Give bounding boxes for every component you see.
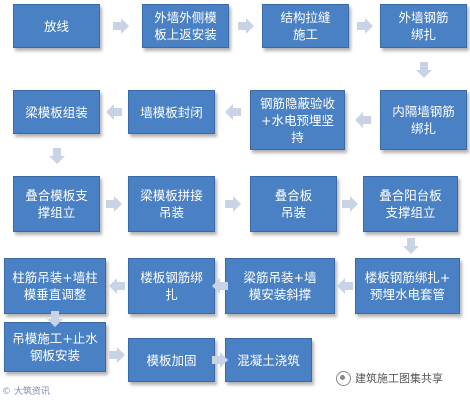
flow-arrow-right: [224, 196, 241, 212]
flow-step-label: 叠合模板支: [25, 188, 88, 203]
flow-step-label: 吊装: [280, 205, 306, 220]
flow-step-8: 梁模板组装: [13, 90, 100, 134]
flow-step-label: 梁筋吊装+墙: [243, 270, 317, 285]
flow-arrow-left: [109, 278, 125, 294]
flow-arrow-left: [337, 278, 353, 294]
flow-step-label: 吊装: [158, 205, 184, 220]
flow-step-label: 外墙外侧模: [154, 10, 217, 25]
watermark-right: 建筑施工图集共享: [336, 370, 443, 386]
flow-arrow-right: [237, 18, 254, 34]
wechat-icon: [336, 370, 351, 386]
flow-step-label: 模安装斜撑: [248, 287, 312, 302]
watermark-left: © 大筑资讯: [2, 387, 50, 397]
flow-step-label: 墙模板封闭: [140, 104, 203, 120]
flow-arrow-right: [212, 352, 228, 368]
flow-step-3: 结构拉缝施工: [262, 4, 349, 48]
flow-step-6: 钢筋隐蔽验收+水电预埋坚持: [250, 90, 345, 150]
flow-step-11: 叠合板吊装: [250, 176, 337, 232]
flow-step-2: 外墙外侧模板上返安装: [142, 4, 229, 48]
flow-step-label: 持: [291, 129, 304, 145]
watermark-right-text: 建筑施工图集共享: [355, 372, 443, 385]
flow-step-label: +水电预埋坚: [261, 112, 334, 128]
flow-arrow-right: [113, 18, 129, 34]
flow-step-12: 叠合阳台板支撑组立: [363, 176, 458, 232]
flow-step-label: 模板加固: [146, 352, 197, 368]
flow-arrow-left: [212, 278, 228, 294]
flow-arrow-right: [342, 196, 358, 212]
flow-arrow-right: [356, 18, 373, 34]
flow-step-13: 楼板钢筋绑扎+ 预埋水电套管: [355, 258, 460, 314]
flow-step-10: 梁模板拼接吊装: [128, 176, 215, 232]
flow-step-label: 柱筋吊装+墙柱: [12, 270, 98, 285]
flow-arrow-down: [402, 238, 419, 254]
flow-step-label: 支撑组立: [385, 205, 436, 220]
flow-step-16: 柱筋吊装+墙柱模垂直调整: [4, 258, 106, 314]
flow-arrow-down: [415, 62, 432, 78]
flow-step-label: 放线: [43, 18, 69, 34]
flow-arrow-left: [354, 112, 371, 128]
flow-arrow-down: [48, 148, 65, 164]
flow-step-label: 内隔墙钢筋: [392, 104, 455, 119]
flow-arrow-right: [106, 196, 122, 212]
flow-arrow-left: [106, 104, 122, 120]
flow-step-label: 模垂直调整: [23, 287, 87, 302]
flow-step-label: 叠合板: [274, 188, 313, 203]
flow-step-14: 梁筋吊装+墙模安装斜撑: [225, 258, 335, 314]
flow-step-label: 混凝土浇筑: [237, 352, 300, 368]
flow-step-label: 钢板安装: [29, 348, 80, 363]
flow-step-label: 绑扎: [410, 121, 436, 136]
flow-step-label: 钢筋隐蔽验收: [259, 95, 335, 111]
flow-step-label: 吊模施工+止水: [12, 331, 98, 346]
flow-step-7: 墙模板封闭: [128, 90, 215, 134]
flow-arrow-left: [224, 104, 241, 120]
flow-step-label: 绑扎: [410, 27, 436, 42]
flow-step-label: 结构拉缝: [280, 10, 331, 25]
flow-arrow-down: [47, 311, 63, 327]
flow-step-label: 梁模板组装: [25, 104, 88, 120]
flow-step-9: 叠合模板支撑组立: [13, 176, 100, 232]
flow-step-label: 撑组立: [37, 205, 76, 220]
flow-step-17: 吊模施工+止水钢板安装: [4, 322, 106, 372]
flow-step-label: 扎: [165, 287, 178, 302]
flow-step-label: 楼板钢筋绑扎+: [364, 270, 451, 285]
flow-step-15: 楼板钢筋绑扎: [128, 258, 215, 314]
flow-step-18: 模板加固: [128, 338, 215, 382]
flow-step-1: 放线: [13, 4, 100, 48]
flow-step-5: 内隔墙钢筋绑扎: [380, 90, 467, 150]
flow-step-label: 施工: [292, 27, 318, 42]
flow-step-label: 外墙钢筋: [398, 10, 449, 25]
flow-arrow-right: [109, 347, 125, 363]
flow-step-4: 外墙钢筋绑扎: [380, 4, 467, 48]
flow-step-label: 叠合阳台板: [379, 188, 442, 203]
flow-step-label: 预埋水电套管: [369, 287, 445, 302]
flow-step-label: 楼板钢筋绑: [140, 270, 203, 285]
flow-step-19: 混凝土浇筑: [225, 338, 312, 382]
flow-step-label: 梁模板拼接: [140, 188, 203, 203]
flow-step-label: 板上返安装: [154, 27, 217, 42]
